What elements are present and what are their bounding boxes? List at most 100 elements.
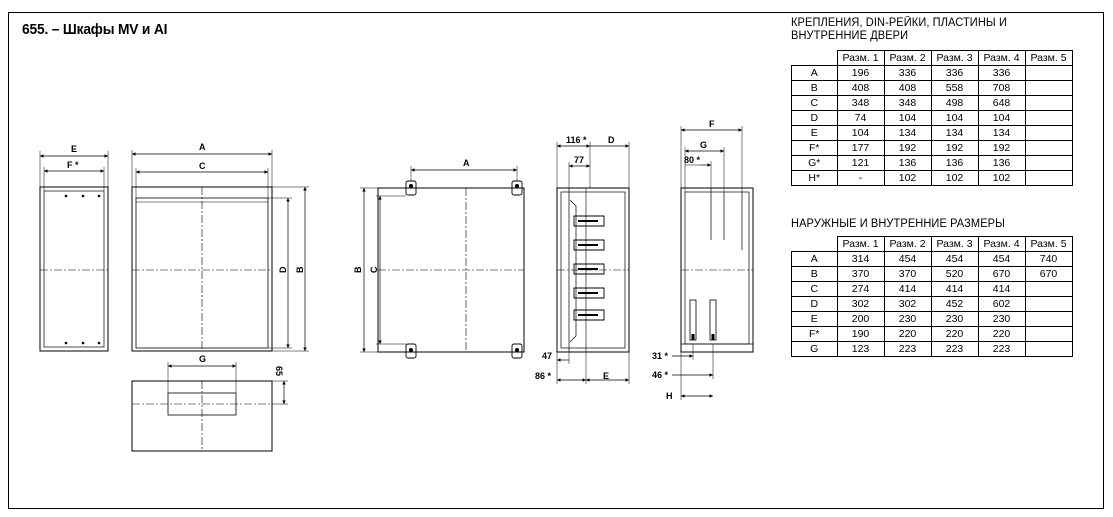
table-cell: 274: [836, 281, 885, 297]
table-cell: 648: [977, 95, 1026, 111]
table-cell: 708: [977, 80, 1026, 96]
table-cell: 408: [883, 80, 932, 96]
table-header-cell: Разм. 5: [1024, 236, 1073, 252]
table-cell: 136: [977, 155, 1026, 171]
mounting-table-block: КРЕПЛЕНИЯ, DIN-РЕЙКИ, ПЛАСТИНЫ И ВНУТРЕН…: [791, 17, 1016, 43]
table-header-cell: Разм. 2: [883, 236, 932, 252]
table-cell: [1024, 125, 1073, 141]
table-cell: 414: [930, 281, 979, 297]
table-cell: 220: [930, 326, 979, 342]
table-row-label: A: [791, 251, 838, 267]
right-section-view: [672, 126, 754, 400]
table-row-label: F*: [791, 326, 838, 342]
table-row-label: G*: [791, 155, 838, 171]
table-header-cell: Разм. 4: [977, 236, 1026, 252]
table-cell: [1024, 110, 1073, 126]
table-cell: [1024, 65, 1073, 81]
table-cell: [1024, 80, 1073, 96]
table-cell: 414: [883, 281, 932, 297]
dim-label-86: 86 *: [535, 371, 552, 381]
table-cell: 177: [836, 140, 885, 156]
table-cell: 104: [977, 110, 1026, 126]
dim-label-h: H: [666, 391, 673, 401]
table-cell: 223: [930, 341, 979, 357]
dimensions-table-block: НАРУЖНЫЕ И ВНУТРЕННИЕ РАЗМЕРЫ: [791, 218, 1014, 231]
table-row-label: B: [791, 266, 838, 282]
table-cell: 348: [883, 95, 932, 111]
dim-label-d: D: [278, 266, 288, 273]
table-cell: 670: [977, 266, 1026, 282]
table-cell: 336: [883, 65, 932, 81]
dim-label-c: C: [199, 161, 206, 171]
dimensions-table-title: НАРУЖНЫЕ И ВНУТРЕННИЕ РАЗМЕРЫ: [791, 218, 1005, 230]
table-cell: 123: [836, 341, 885, 357]
dim-label-side-e: E: [603, 371, 609, 381]
table-cell: 414: [977, 281, 1026, 297]
table-cell: 498: [930, 95, 979, 111]
table-cell: [1024, 326, 1073, 342]
table-cell: [1024, 140, 1073, 156]
dim-label-47: 47: [542, 351, 552, 361]
table-cell: 302: [836, 296, 885, 312]
bottom-view: [131, 362, 288, 452]
table-header-cell: Разм. 2: [883, 50, 932, 66]
table-cell: 192: [930, 140, 979, 156]
mounting-table-title-line2: ВНУТРЕННИЕ ДВЕРИ: [791, 30, 909, 42]
table-cell: 220: [883, 326, 932, 342]
dim-label-g: G: [199, 354, 206, 364]
table-cell: 196: [836, 65, 885, 81]
table-header-cell: Разм. 3: [930, 236, 979, 252]
table-cell: 408: [836, 80, 885, 96]
table-cell: 520: [930, 266, 979, 282]
table-cell: 336: [977, 65, 1026, 81]
dim-label-a: A: [199, 142, 206, 152]
page-title: 655. – Шкафы MV и AI: [22, 21, 168, 38]
table-cell: 220: [977, 326, 1026, 342]
dim-label-e: E: [71, 144, 77, 154]
table-cell: 134: [883, 125, 932, 141]
table-row-label: C: [791, 281, 838, 297]
table-cell: 192: [977, 140, 1026, 156]
table-cell: 136: [883, 155, 932, 171]
table-cell: 104: [883, 110, 932, 126]
mounting-table-title-line1: КРЕПЛЕНИЯ, DIN-РЕЙКИ, ПЛАСТИНЫ И: [791, 17, 1007, 29]
table-cell: 121: [836, 155, 885, 171]
table-cell: 134: [930, 125, 979, 141]
table-cell: 336: [930, 65, 979, 81]
table-header-cell: Разм. 1: [836, 236, 885, 252]
table-cell: 454: [883, 251, 932, 267]
table-row-label: B: [791, 80, 838, 96]
table-cell: 370: [836, 266, 885, 282]
table-row-label: E: [791, 311, 838, 327]
table-cell: [1024, 155, 1073, 171]
table-cell: 223: [977, 341, 1026, 357]
table-cell: [1024, 95, 1073, 111]
table-cell: 104: [836, 125, 885, 141]
dim-label-f: F *: [67, 160, 79, 170]
sheet-border: [8, 12, 1104, 509]
table-row-label: D: [791, 296, 838, 312]
dim-label-b: B: [295, 266, 305, 273]
table-cell: 454: [930, 251, 979, 267]
dim-label-65: 65: [274, 366, 284, 376]
table-header-cell: Разм. 1: [836, 50, 885, 66]
table-cell: 102: [930, 170, 979, 186]
table-cell: 104: [930, 110, 979, 126]
table-header-cell: Разм. 4: [977, 50, 1026, 66]
table-header-cell: Разм. 3: [930, 50, 979, 66]
table-cell: 190: [836, 326, 885, 342]
table-row-label: D: [791, 110, 838, 126]
table-cell: 740: [1024, 251, 1073, 267]
